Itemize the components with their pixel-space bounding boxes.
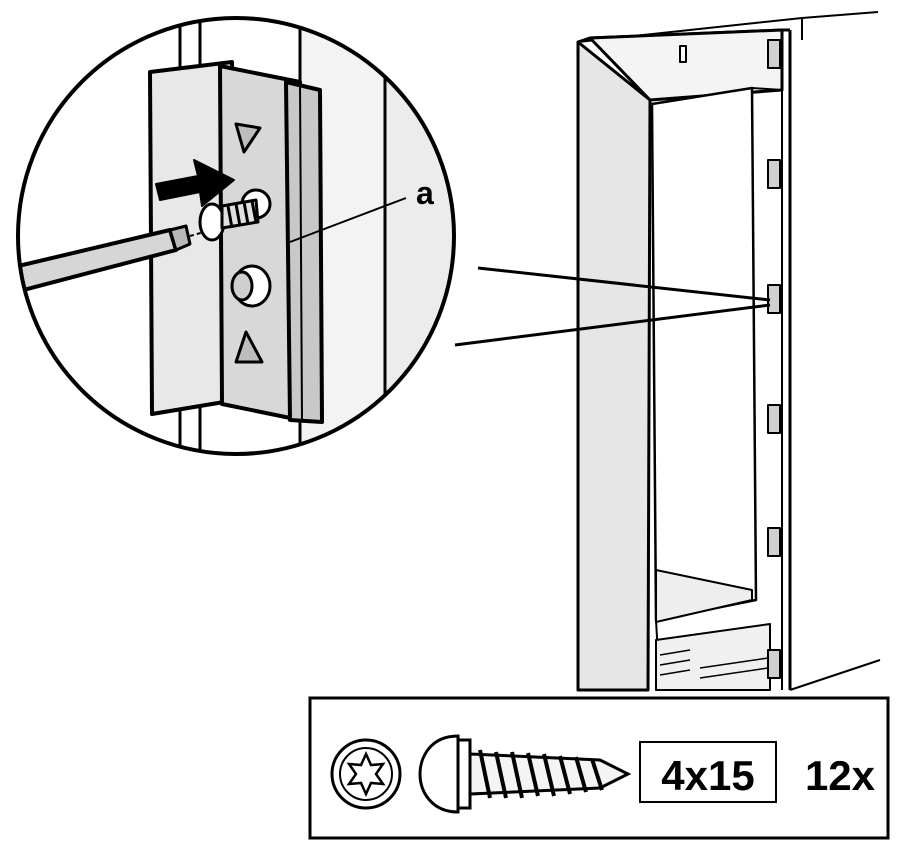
parts-legend: 4x15 12x [308,696,890,840]
screw-size-box [639,741,777,803]
pan-head-screw-icon [418,734,632,814]
torx-drive-icon [330,738,402,810]
detail-magnifier [16,16,456,456]
callout-label-a: a [416,175,434,211]
screw-being-inserted [198,198,260,242]
screw-size-label: 4x15 [661,752,754,799]
zoom-leader-lines [454,266,771,347]
hinge-bracket [767,39,781,679]
screwdriver-icon [18,224,205,294]
installed-screw [230,264,272,308]
appliance-niche [576,11,881,692]
push-direction-arrow [155,159,235,207]
screw-quantity-label: 12x [805,752,876,799]
